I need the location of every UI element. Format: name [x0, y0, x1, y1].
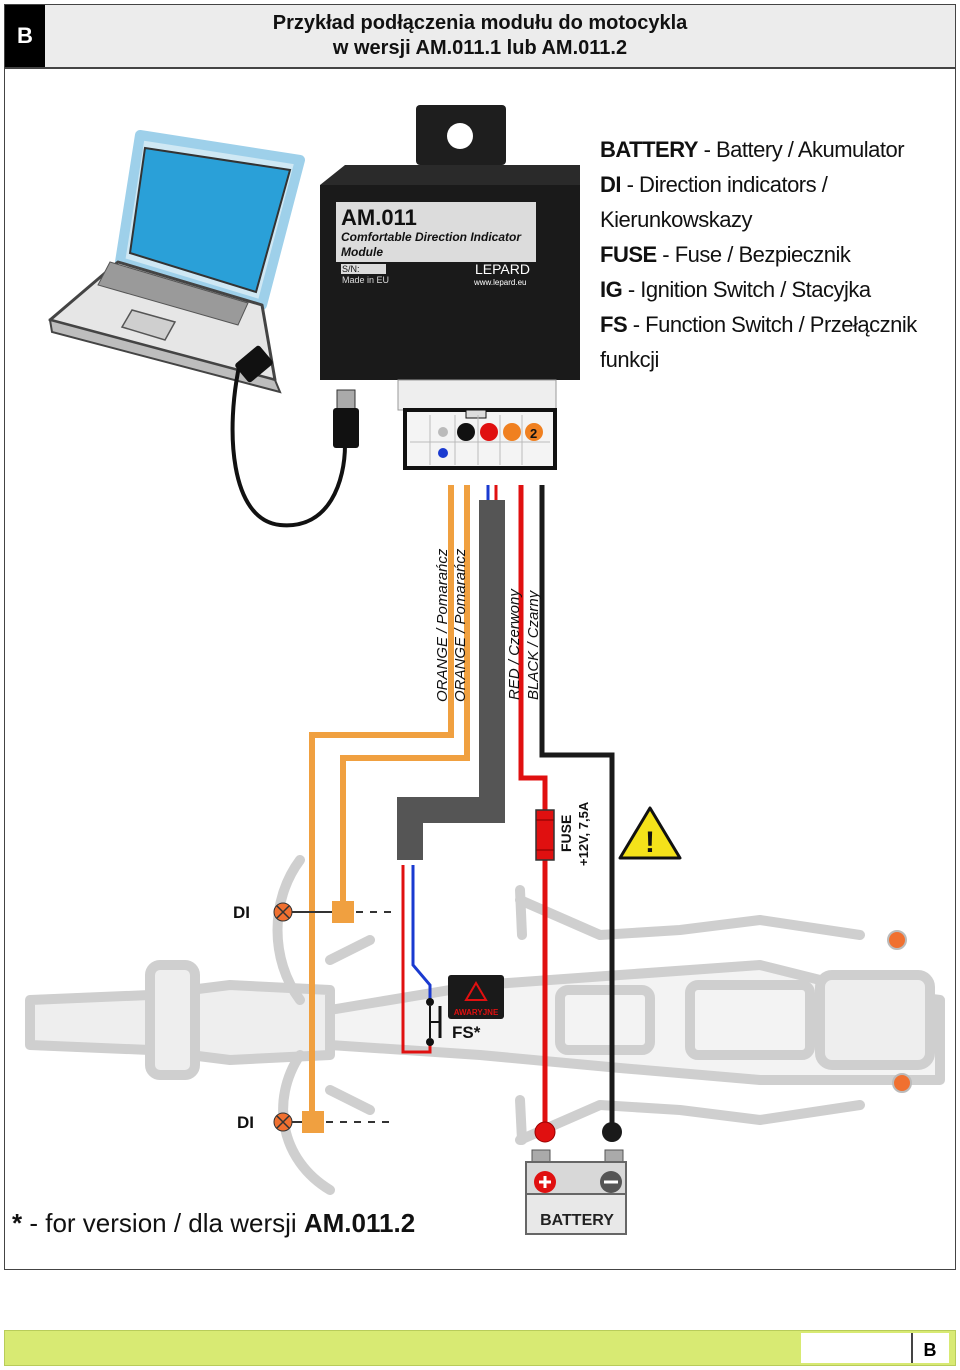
legend-abbr: IG — [600, 277, 623, 302]
legend-item-fs: FS - Function Switch / Przełącznik funkc… — [600, 307, 960, 377]
di-label-bottom: DI — [237, 1113, 254, 1132]
warning-symbol: ! — [645, 826, 655, 859]
legend-item-di: DI - Direction indicators / Kierunkowska… — [600, 167, 960, 237]
footer-bar: B — [4, 1330, 956, 1366]
motorcycle-silhouette — [25, 855, 945, 1195]
module-model: AM.011 — [341, 205, 417, 230]
label-red: RED / Czerwony — [506, 588, 523, 700]
legend-abbr: BATTERY — [600, 137, 698, 162]
footnote-star: * — [12, 1208, 23, 1238]
di-front-left-lamp-icon — [273, 902, 293, 922]
footnote-text: - for version / dla wersji — [22, 1208, 304, 1238]
fuse-icon — [535, 809, 555, 861]
label-black: BLACK / Czarny — [525, 589, 542, 700]
diagram-frame — [4, 68, 956, 1270]
title-line-1: Przykład podłączenia modułu do motocykla — [272, 12, 688, 34]
usb-plug-tip — [336, 389, 356, 411]
wire-fs-blue — [411, 865, 432, 1000]
usb-plug-module — [333, 408, 359, 448]
legend-item-fuse: FUSE - Fuse / Bezpiecznik — [600, 237, 960, 272]
legend-desc: - Battery / Akumulator — [697, 137, 905, 162]
label-orange-1: ORANGE / Pomarańcz — [434, 548, 451, 702]
battery-icon — [525, 1149, 627, 1235]
function-switch — [426, 975, 504, 1046]
di-right-rear-lamp-icon — [892, 1073, 912, 1093]
module-made-in: Made in EU — [342, 275, 389, 285]
legend-abbr: FS — [600, 312, 628, 337]
di-front-left — [292, 901, 392, 923]
module-subtitle-2: Module — [341, 245, 383, 259]
wire-orange-1 — [309, 485, 454, 1122]
switch-panel-text: AWARYJNE — [454, 1008, 499, 1017]
wire-fs-red — [401, 865, 432, 1054]
footnote: * - for version / dla wersji AM.011.2 — [12, 1208, 415, 1239]
title-line-2: w wersji AM.011.1 lub AM.011.2 — [332, 37, 628, 59]
fs-label: FS* — [452, 1023, 481, 1042]
di-rear-left — [292, 1111, 392, 1133]
usb-cable — [230, 361, 347, 528]
fuse-rating: +12V, 7,5A — [576, 801, 591, 866]
legend: BATTERY - Battery / Akumulator DI - Dire… — [600, 132, 960, 377]
footer-badge: B — [911, 1333, 947, 1363]
battery-label: BATTERY — [540, 1212, 614, 1229]
wire-red — [518, 485, 548, 1132]
page-title: Przykład podłączenia modułu do motocykla… — [5, 11, 955, 61]
module-subtitle-1: Comfortable Direction Indicator — [341, 230, 522, 244]
wire-orange-2 — [340, 485, 470, 912]
legend-desc: - Ignition Switch / Stacyjka — [622, 277, 871, 302]
fs-cable-sheath — [397, 500, 505, 860]
usb-plug-laptop — [235, 345, 273, 383]
legend-abbr: DI — [600, 172, 622, 197]
section-badge: B — [5, 5, 45, 67]
module-brand: LEPARD — [475, 261, 530, 277]
header: B Przykład podłączenia modułu do motocyk… — [4, 4, 956, 68]
module-box — [320, 105, 580, 411]
legend-abbr: FUSE — [600, 242, 657, 267]
module-sn-label: S/N: — [342, 264, 360, 274]
legend-desc: - Function Switch / Przełącznik funkcji — [600, 312, 917, 372]
legend-desc: - Direction indicators / Kierunkowskazy — [600, 172, 828, 232]
connector — [403, 408, 557, 470]
fuse-label: FUSE — [558, 815, 574, 852]
footnote-version: AM.011.2 — [303, 1208, 416, 1238]
footer-box: B — [801, 1333, 949, 1363]
label-orange-2: ORANGE / Pomarańcz — [452, 548, 469, 702]
di-right-front-lamp-icon — [887, 930, 907, 950]
legend-desc: - Fuse / Bezpiecznik — [656, 242, 851, 267]
di-rear-left-lamp-icon — [273, 1112, 293, 1132]
warning-icon — [618, 806, 682, 860]
legend-item-battery: BATTERY - Battery / Akumulator — [600, 132, 960, 167]
module-website: www.lepard.eu — [473, 278, 526, 287]
wire-black — [539, 485, 615, 1132]
di-label-top: DI — [233, 903, 250, 922]
connector-number: 2 — [530, 426, 537, 441]
laptop-icon — [48, 130, 305, 394]
battery-negative-lead — [602, 1122, 622, 1142]
legend-item-ig: IG - Ignition Switch / Stacyjka — [600, 272, 960, 307]
battery-positive-lead — [534, 1121, 556, 1143]
